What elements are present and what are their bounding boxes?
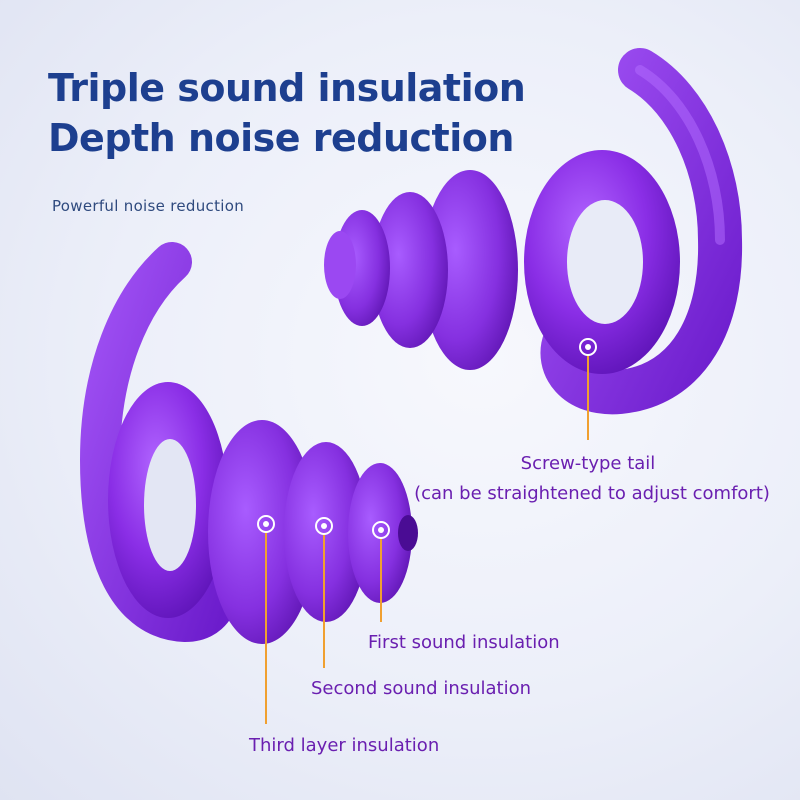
callout-tail-title: Screw-type tail bbox=[520, 453, 656, 474]
headline-line-2: Depth noise reduction bbox=[48, 116, 514, 160]
headline-line-1: Triple sound insulation bbox=[48, 66, 526, 110]
marker-first bbox=[372, 521, 390, 539]
subtitle: Powerful noise reduction bbox=[52, 197, 245, 215]
callout-second-insulation: Second sound insulation bbox=[311, 678, 532, 699]
screw-tail-bottom bbox=[79, 242, 241, 643]
callout-leaders bbox=[257, 338, 597, 724]
marker-tail bbox=[579, 338, 597, 356]
marker-second bbox=[315, 517, 333, 535]
callout-tail-note: (can be straightened to adjust comfort) bbox=[414, 483, 770, 504]
earplug-top-right bbox=[324, 48, 743, 415]
flange-top-2 bbox=[372, 192, 448, 348]
flange-top-3 bbox=[422, 170, 518, 370]
callout-third-insulation: Third layer insulation bbox=[249, 735, 440, 756]
callout-first-insulation: First sound insulation bbox=[368, 632, 560, 653]
marker-third bbox=[257, 515, 275, 533]
flange-bottom-1 bbox=[348, 463, 412, 603]
flange-bottom-2 bbox=[284, 442, 368, 622]
